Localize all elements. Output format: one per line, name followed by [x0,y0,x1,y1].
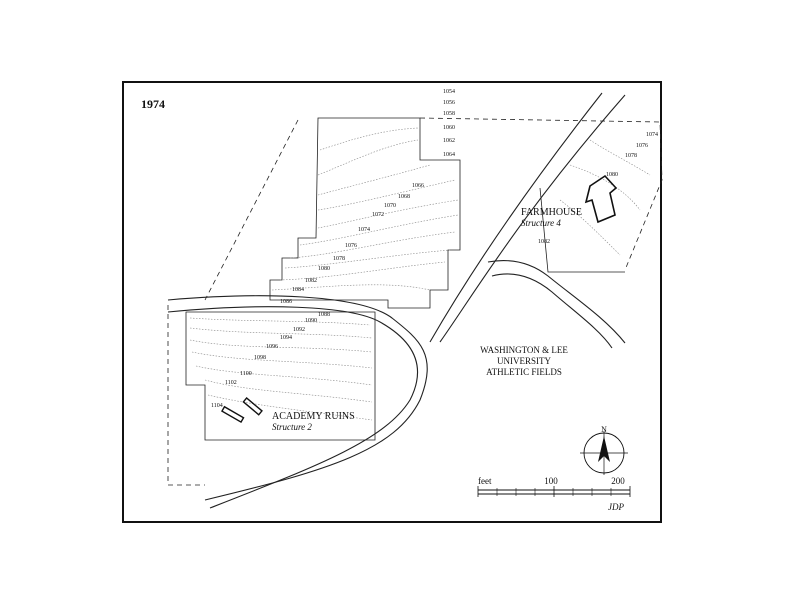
academy-structure-label: Structure 2 [272,422,312,432]
academy-ruin-wall-1 [221,405,245,424]
contour-label: 1096 [266,344,278,350]
contour-labels-farm: 1074 1076 1078 1080 1082 [538,132,658,245]
contour-label: 1074 [646,132,658,138]
contour-label: 1066 [412,183,424,189]
athletic-fields-label-1: WASHINGTON & LEE [480,345,568,355]
contour-label: 1092 [293,327,305,333]
contour-label: 1082 [538,239,550,245]
road-main-inner [167,306,419,509]
road-main-outer [167,295,428,501]
contour-label: 1080 [606,172,618,178]
contour-label: 1094 [280,335,292,341]
road-farm-loop-2 [491,273,613,349]
academy-ruin-wall-2 [242,397,263,416]
scale-unit: feet [478,476,492,486]
scale-tick-100: 100 [544,476,558,486]
farmhouse-structure-label: Structure 4 [521,218,561,228]
map-frame [122,81,662,523]
road-north-east [439,94,626,343]
road-north-west [429,92,603,343]
contour-label: 1078 [333,256,345,262]
contour-label: 1064 [443,152,455,158]
property-line-south [167,305,205,486]
map-credit: JDP [608,502,624,512]
survey-boundary-upper [269,117,461,309]
contour-label: 1084 [292,287,304,293]
property-line-top [419,117,663,271]
map-year: 1974 [141,97,165,111]
contour-label: 1074 [358,227,370,233]
athletic-fields-label-3: ATHLETIC FIELDS [486,367,562,377]
contour-label: 1068 [398,194,410,200]
scale-tick-200: 200 [611,476,625,486]
contour-label: 1102 [225,380,237,386]
contour-label: 1090 [305,318,317,324]
contour-label: 1100 [240,371,252,377]
road-farm-loop [487,259,626,344]
contour-labels-middle: 1066 1068 1070 1072 1074 1076 1078 1080 … [280,183,424,318]
farmhouse-structure [584,174,618,224]
contour-label: 1086 [280,299,292,305]
contour-label: 1080 [318,266,330,272]
contour-label: 1058 [443,111,455,117]
farmhouse-label: FARMHOUSE [521,207,582,218]
farmhouse-lot [539,187,625,273]
survey-boundary-lower [185,311,376,441]
contour-label: 1054 [443,89,455,95]
athletic-fields-label-2: UNIVERSITY [497,356,551,366]
scale-bar [477,486,631,497]
contour-lines-farm [559,139,651,256]
contour-label: 1104 [211,403,223,409]
contour-label: 1078 [625,153,637,159]
contour-label: 1082 [305,278,317,284]
contour-label: 1056 [443,100,455,106]
contour-lines-upper [271,127,459,291]
north-arrow [580,431,628,475]
contour-label: 1098 [254,355,266,361]
contour-label: 1088 [318,312,330,318]
contour-label: 1076 [636,143,648,149]
north-label: N [601,425,607,434]
property-line-west [204,119,299,301]
contour-labels-lower: 1090 1092 1094 1096 1098 1100 1102 1104 [211,318,317,409]
contour-labels-top: 1054 1056 1058 1060 1062 1064 [443,89,455,158]
academy-label: ACADEMY RUINS [272,411,355,422]
contour-label: 1076 [345,243,357,249]
contour-label: 1060 [443,125,455,131]
contour-lines-lower [189,317,373,421]
contour-label: 1072 [372,212,384,218]
contour-label: 1070 [384,203,396,209]
contour-label: 1062 [443,138,455,144]
